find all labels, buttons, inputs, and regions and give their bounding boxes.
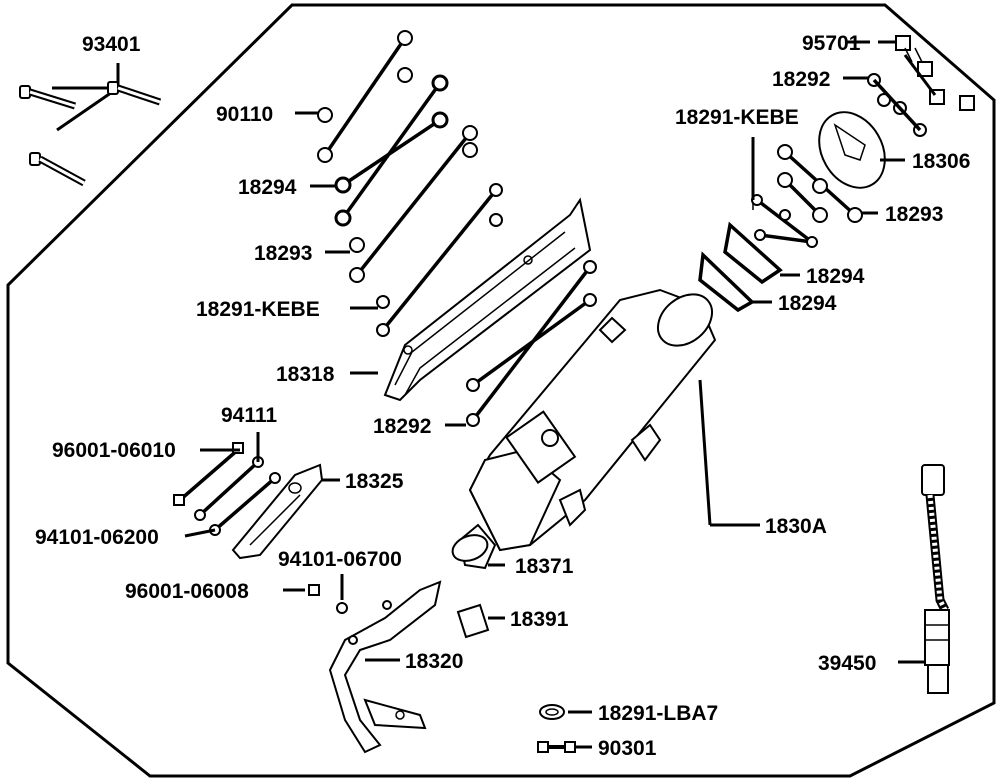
bolts-95701 [878,35,975,111]
label-39450: 39450 [818,652,876,675]
label-94101-06200: 94101-06200 [35,526,159,549]
bracket-18325 [231,463,340,560]
label-18293-left: 18293 [254,242,312,265]
tube-18391 [456,603,505,639]
label-90110: 90110 [216,103,273,126]
label-94111: 94111 [221,404,277,427]
label-18294-right-a: 18294 [806,265,865,288]
legend-18291-LBA7 [539,704,592,720]
exhaust-pipe-18320 [328,580,442,754]
heat-shield-18318 [383,197,592,402]
label-18306: 18306 [912,150,970,173]
end-cap-18306 [818,111,905,189]
label-18325: 18325 [345,470,404,493]
label-18294-left: 18294 [238,176,297,199]
legend-90301 [537,741,592,753]
clamp-18371 [451,534,505,567]
leader-lines [295,40,870,427]
left-fasteners [173,432,281,538]
label-18291-kebe-right: 18291-KEBE [675,106,799,129]
fastener-06700-06008 [283,574,348,614]
label-18320: 18320 [405,650,463,673]
label-18292-right: 18292 [772,68,830,91]
label-18318: 18318 [276,363,335,386]
label-18293-right: 18293 [885,203,943,226]
label-18391: 18391 [510,608,569,631]
washers-18292-right [843,73,927,137]
label-90301: 90301 [598,737,657,760]
label-18291-lba7: 18291-LBA7 [598,702,718,725]
left-gasket-set [317,30,503,337]
label-18291-kebe-left: 18291-KEBE [196,298,320,321]
label-93401: 93401 [82,33,141,56]
label-96001-06008: 96001-06008 [125,580,249,603]
label-18371: 18371 [515,555,574,578]
label-18294-right-b: 18294 [778,292,837,315]
oxygen-sensor-39450 [898,464,950,694]
label-96001-06010: 96001-06010 [52,439,176,462]
bolt-93401-group [19,63,162,187]
gasket-chain-18292 [466,260,597,427]
label-95701: 95701 [802,32,861,55]
assembly-boundary [6,3,996,778]
label-94101-06700: 94101-06700 [278,548,402,571]
muffler-body-1830A [458,288,760,570]
label-1830A: 1830A [765,515,827,538]
label-18292-left: 18292 [373,415,431,438]
